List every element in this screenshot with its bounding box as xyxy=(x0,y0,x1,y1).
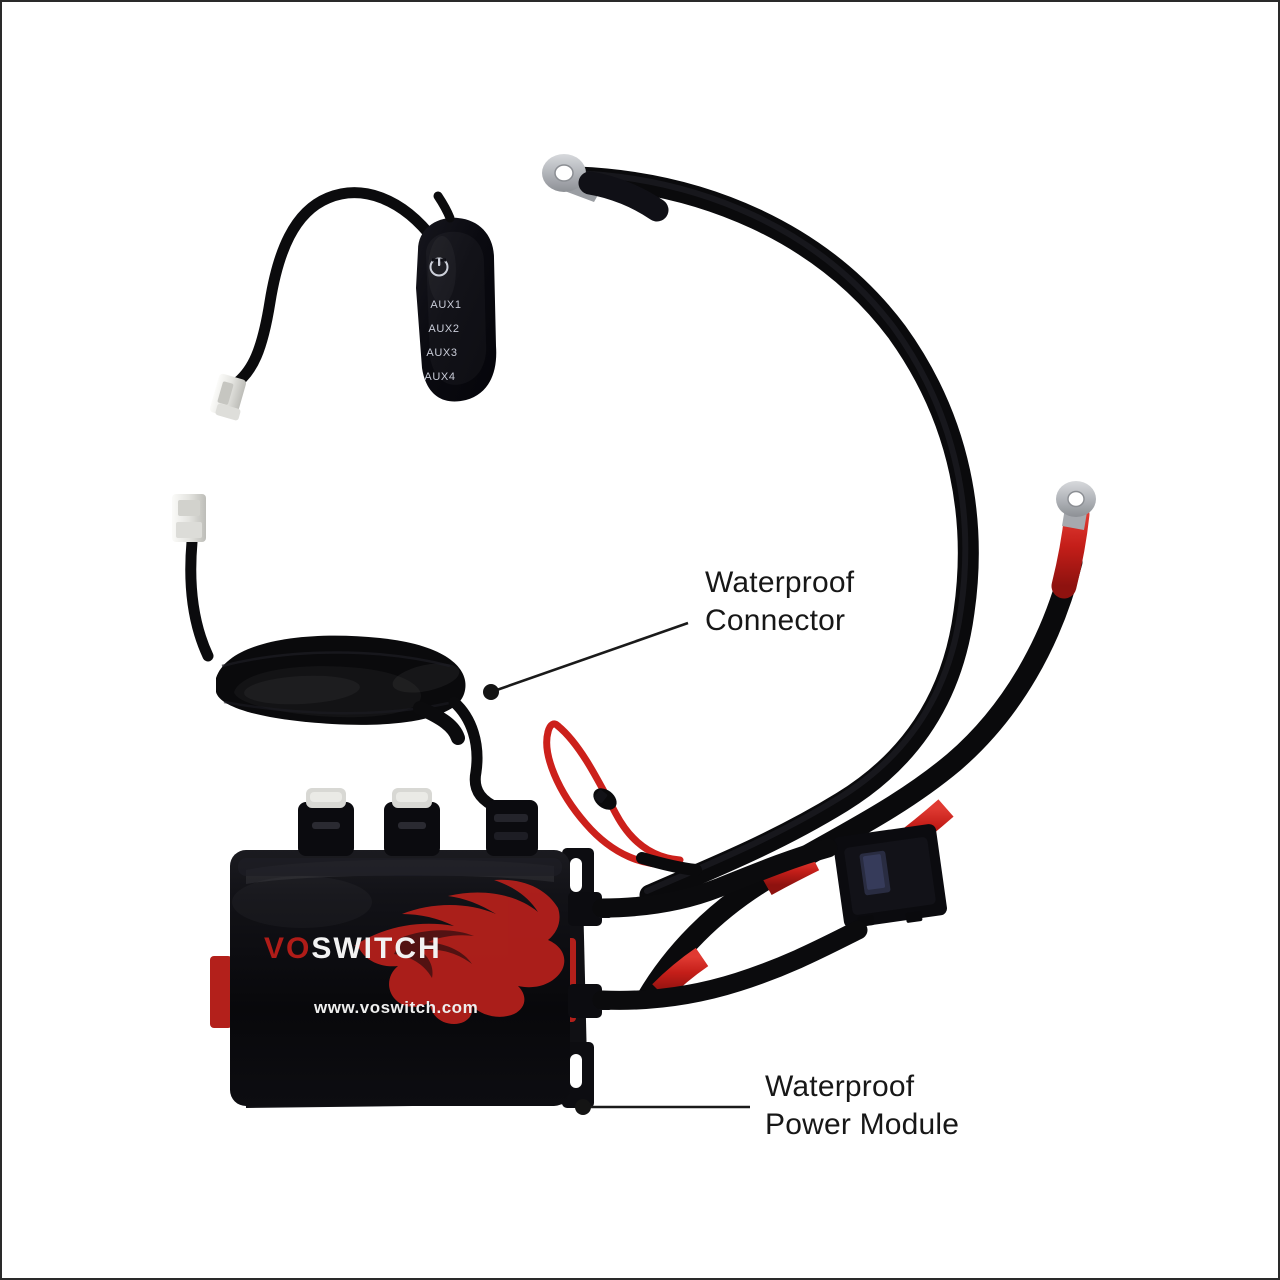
coiled-cable-bundle xyxy=(216,635,466,725)
module-clip-left xyxy=(210,956,232,1028)
ring-terminal-positive xyxy=(1056,481,1096,530)
ignition-trigger-wire xyxy=(543,720,702,876)
leader-waterproof-connector xyxy=(483,621,689,700)
brand-vo-text: VO xyxy=(264,932,312,965)
callout-waterproof-power-module-label: Waterproof Power Module xyxy=(765,1070,960,1141)
white-connector-male xyxy=(209,373,247,421)
remote-button-aux2[interactable]: AUX2 xyxy=(428,323,460,335)
module-brand-logo: VOSWITCH xyxy=(264,932,524,978)
power-icon xyxy=(429,257,449,277)
negative-battery-cable xyxy=(542,154,979,906)
module-website-text: www.voswitch.com xyxy=(314,998,479,1017)
inline-fuse-holder xyxy=(833,824,947,928)
cable-tie xyxy=(593,788,617,810)
remote-control xyxy=(416,191,497,402)
flame-graphic xyxy=(354,879,565,1024)
remote-button-aux1[interactable]: AUX1 xyxy=(430,299,462,311)
leader-waterproof-power-module xyxy=(575,1099,750,1115)
module-top-glands xyxy=(298,788,538,856)
remote-button-aux3[interactable]: AUX3 xyxy=(426,347,458,359)
module-signal-cable xyxy=(172,494,504,814)
callout-waterproof-connector-label: Waterproof Connector xyxy=(705,566,855,637)
waterproof-power-module xyxy=(210,848,612,1108)
remote-signal-cable xyxy=(209,187,440,421)
cable-gland-2 xyxy=(384,788,440,856)
cable-gland-3 xyxy=(486,800,538,856)
brand-switch-text: SWITCH xyxy=(311,932,442,965)
remote-button-aux4[interactable]: AUX4 xyxy=(424,371,456,383)
callout-leaders xyxy=(483,621,750,1115)
module-output-cables xyxy=(592,838,868,1010)
cable-gland-1 xyxy=(298,788,354,856)
white-connector-female xyxy=(172,494,206,542)
